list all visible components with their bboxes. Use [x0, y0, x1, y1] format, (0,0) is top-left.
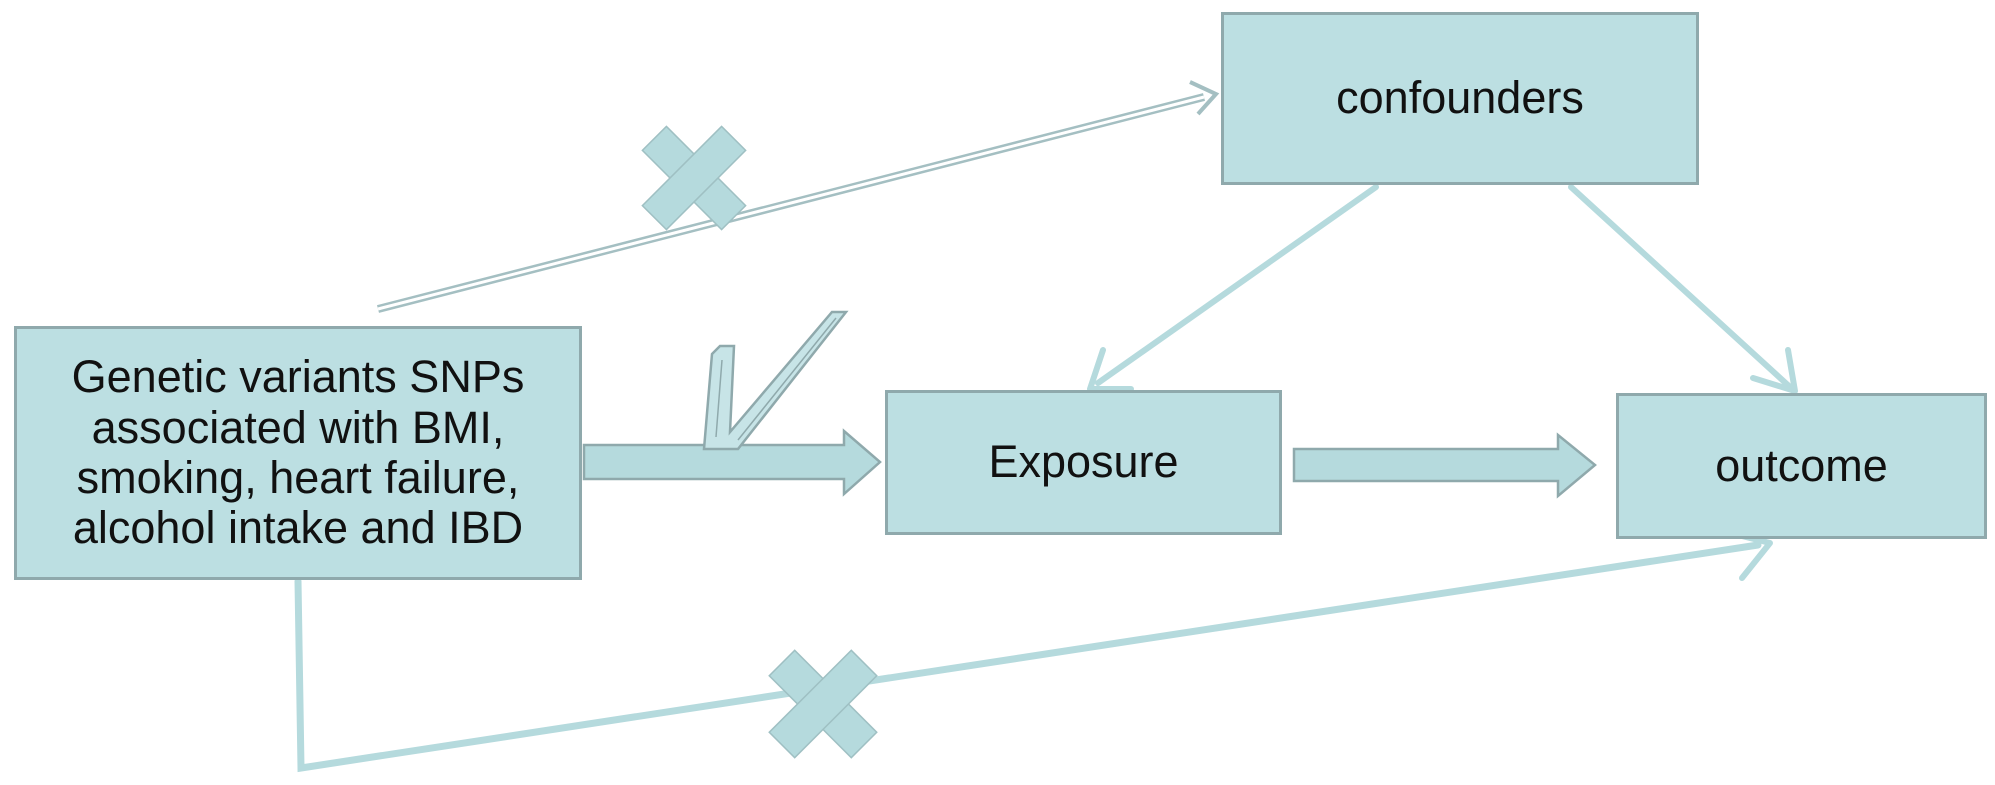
genetic-line-3: smoking, heart failure,: [76, 452, 520, 503]
genetic-variants-box: Genetic variants SNPs associated with BM…: [14, 326, 582, 580]
edge-exposure-to-outcome: [1292, 432, 1597, 499]
confounders-label: confounders: [1336, 72, 1584, 124]
check-icon-inner: [715, 317, 837, 441]
genetic-line-4: alcohol intake and IBD: [72, 502, 524, 554]
exposure-label: Exposure: [988, 436, 1179, 488]
genetic-line-2: associated with BMI,: [91, 401, 505, 453]
confounders-box: confounders: [1221, 12, 1699, 185]
genetic-variants-label: Genetic variants SNPs associated with BM…: [71, 351, 525, 554]
edge-confounders-to-exposure: [1087, 184, 1379, 392]
edge-genetic-to-exposure: [582, 428, 882, 497]
outcome-label: outcome: [1715, 439, 1888, 491]
cross-icon: [768, 649, 878, 759]
cross-icon: [641, 125, 747, 231]
genetic-line-1: Genetic variants SNPs: [71, 351, 525, 403]
outcome-box: outcome: [1616, 393, 1987, 539]
check-icon: [702, 310, 849, 451]
edge-confounders-to-outcome: [1568, 184, 1798, 394]
exposure-box: Exposure: [885, 390, 1282, 535]
edge-genetic-to-confounders: [377, 80, 1220, 313]
